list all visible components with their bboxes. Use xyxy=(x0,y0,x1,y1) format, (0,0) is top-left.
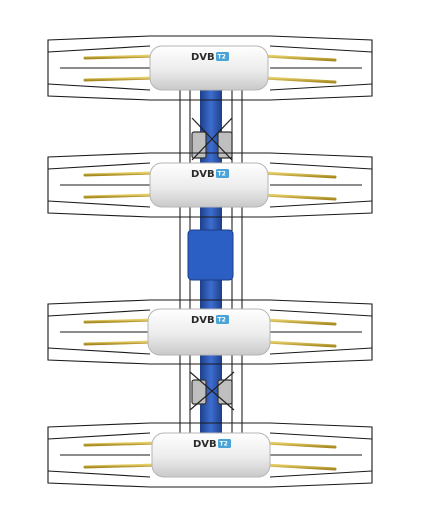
logo-main-text: DVB xyxy=(191,169,215,180)
amplifier-housing xyxy=(151,432,271,478)
logo-sub-text: T2 xyxy=(218,317,226,324)
logo-main-text: DVB xyxy=(191,315,215,326)
logo-sub-text: T2 xyxy=(218,171,226,178)
logo-main-text: DVB xyxy=(191,52,215,63)
wire-frame xyxy=(47,299,373,365)
mast-clamp-box xyxy=(187,229,234,281)
dipole-rods xyxy=(83,54,337,84)
wire-frame xyxy=(47,152,373,218)
logo-badge xyxy=(216,52,229,61)
logo-badge xyxy=(216,169,229,178)
logo-badge xyxy=(218,439,231,448)
dipole-rods xyxy=(83,441,337,471)
logo-sub-text: T2 xyxy=(220,441,228,448)
wire-frame xyxy=(47,422,373,488)
mount-bracket-lower xyxy=(189,371,235,411)
logo-main-text: DVB xyxy=(193,439,217,450)
dipole-rods xyxy=(83,171,337,201)
amplifier-housing xyxy=(149,162,269,208)
logo-badge xyxy=(216,315,229,324)
amplifier-housing xyxy=(149,45,269,91)
amplifier-housing xyxy=(147,308,271,356)
dipole-rods xyxy=(83,318,337,348)
logo-sub-text: T2 xyxy=(218,54,226,61)
wire-frame xyxy=(47,35,373,101)
mount-bracket-upper xyxy=(191,117,233,161)
